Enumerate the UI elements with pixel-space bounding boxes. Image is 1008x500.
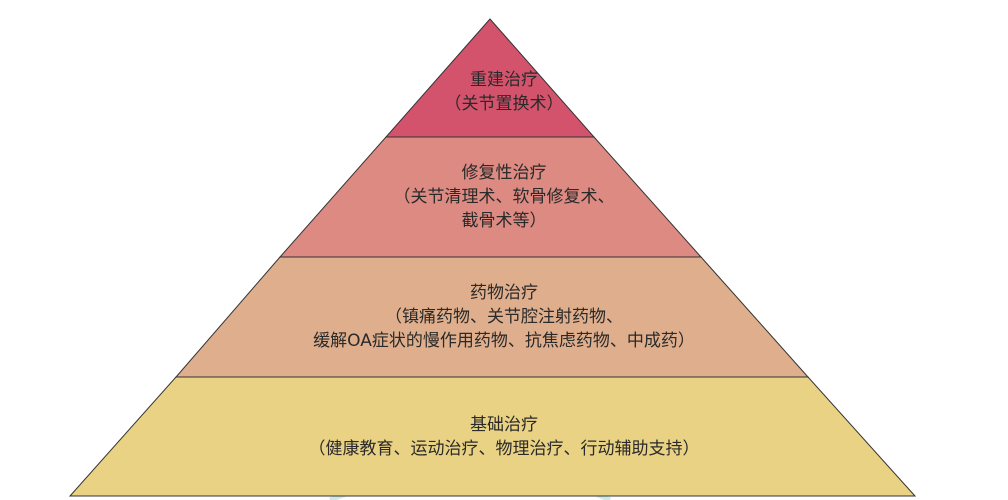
- tier-3-text: 药物治疗 （镇痛药物、关节腔注射药物、 缓解OA症状的慢作用药物、抗焦虑药物、中…: [0, 281, 1008, 353]
- tier-4-shape: [68, 376, 917, 497]
- tier-2-line-1: （关节清理术、软骨修复术、: [393, 187, 615, 207]
- tier-3-title: 药物治疗: [470, 283, 538, 303]
- tier-2-text: 修复性治疗 （关节清理术、软骨修复术、 截骨术等）: [0, 161, 1008, 233]
- tier-3-line-2: 缓解OA症状的慢作用药物、抗焦虑药物、中成药）: [313, 331, 695, 351]
- tier-4-text: 基础治疗 （健康教育、运动治疗、物理治疗、行动辅助支持）: [0, 413, 1008, 461]
- tier-1-line-1: （关节置换术）: [444, 94, 564, 114]
- tier-2-line-2: 截骨术等）: [461, 211, 547, 231]
- tier-2-title: 修复性治疗: [461, 163, 547, 183]
- tier-1-text: 重建治疗 （关节置换术）: [0, 68, 1008, 116]
- tier-3-line-1: （镇痛药物、关节腔注射药物、: [385, 307, 623, 327]
- tier-1-title: 重建治疗: [470, 70, 538, 90]
- tier-4-title: 基础治疗: [470, 415, 538, 435]
- tier-4-line-1: （健康教育、运动治疗、物理治疗、行动辅助支持）: [308, 439, 700, 459]
